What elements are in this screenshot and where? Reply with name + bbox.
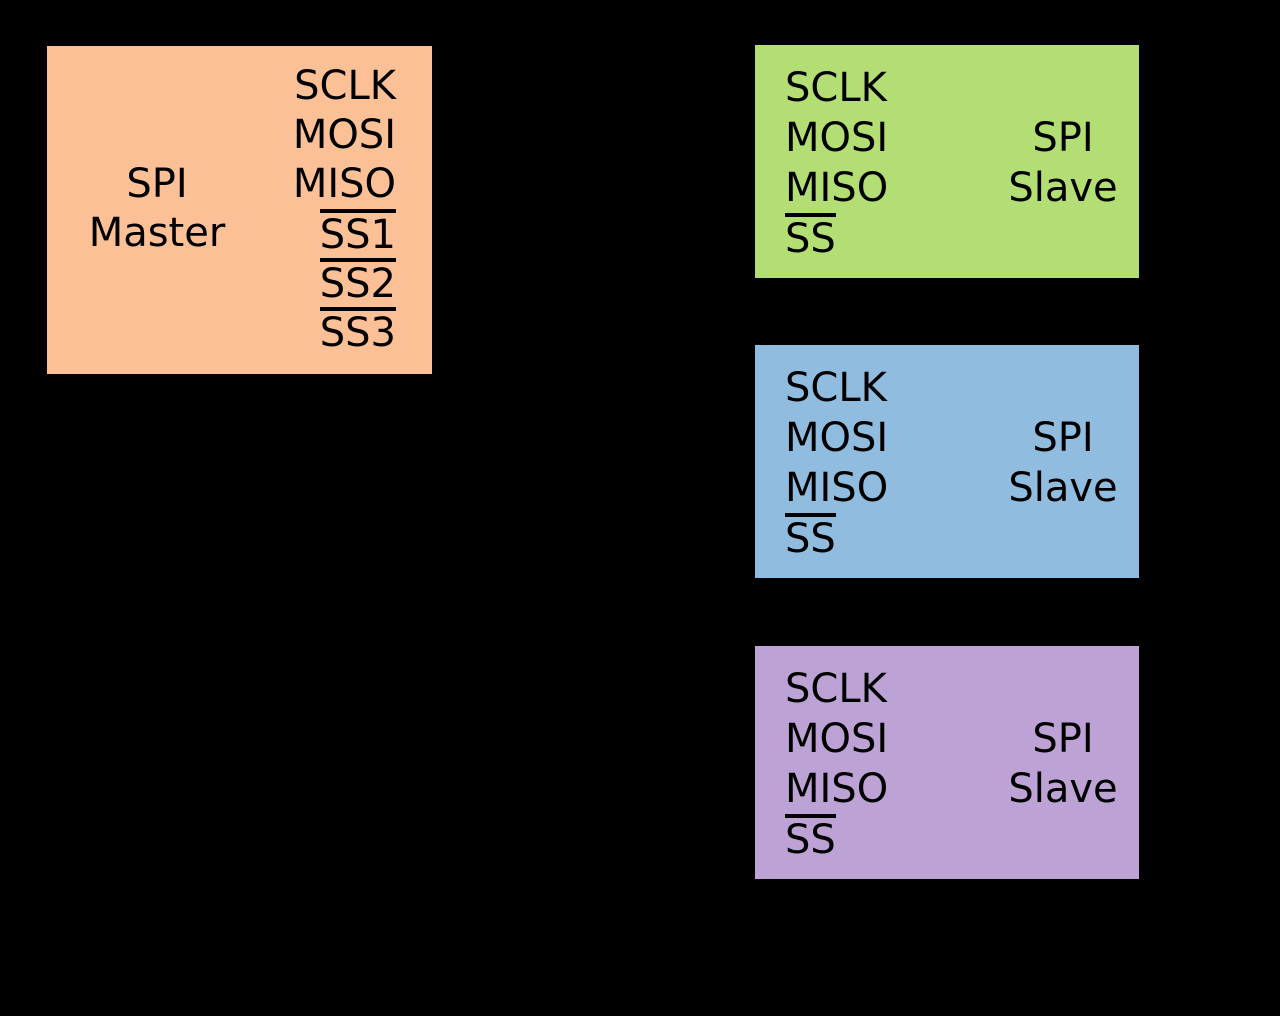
slave-1-pin-ss: SS (785, 213, 888, 263)
master-pin-mosi: MOSI (292, 112, 396, 158)
slave-3-pin-mosi: MOSI (785, 716, 889, 762)
slave-2-pin-miso: MISO (785, 465, 889, 511)
master-name: SPI Master (67, 160, 247, 258)
slave-1-name: SPI Slave (975, 113, 1151, 213)
spi-slave-1-box: SCLK MOSI MISO SS SPI Slave (753, 43, 1141, 280)
slave-3-pins: SCLK MOSI MISO SS (785, 664, 888, 864)
master-pin-ss1: SS1 (293, 209, 396, 258)
slave-1-pin-sclk: SCLK (785, 65, 887, 111)
master-pin-miso: MISO (292, 161, 396, 207)
slave-2-pin-sclk: SCLK (785, 365, 887, 411)
master-pin-ss2: SS2 (293, 258, 396, 307)
spi-master-box: SPI Master SCLK MOSI MISO SS1 SS2 SS3 (45, 44, 434, 376)
slave-1-name-line1: SPI (1032, 115, 1094, 161)
master-name-line1: SPI (126, 161, 188, 207)
spi-slave-3-box: SCLK MOSI MISO SS SPI Slave (753, 644, 1141, 881)
spi-slave-2-box: SCLK MOSI MISO SS SPI Slave (753, 343, 1141, 580)
slave-2-pin-ss: SS (785, 513, 888, 563)
slave-2-name-line2: Slave (1008, 465, 1118, 511)
master-pins: SCLK MOSI MISO SS1 SS2 SS3 (293, 62, 396, 356)
slave-3-name-line1: SPI (1032, 716, 1094, 762)
master-pin-ss3: SS3 (293, 307, 396, 356)
slave-2-name: SPI Slave (975, 413, 1151, 513)
master-name-line2: Master (88, 210, 226, 256)
slave-1-pin-mosi: MOSI (785, 115, 889, 161)
slave-3-pin-sclk: SCLK (785, 666, 887, 712)
slave-2-pins: SCLK MOSI MISO SS (785, 363, 888, 563)
slave-3-name-line2: Slave (1008, 766, 1118, 812)
slave-3-pin-ss: SS (785, 814, 888, 864)
slave-2-pin-mosi: MOSI (785, 415, 889, 461)
slave-3-pin-miso: MISO (785, 766, 889, 812)
slave-1-pin-miso: MISO (785, 165, 889, 211)
slave-1-pins: SCLK MOSI MISO SS (785, 63, 888, 263)
slave-2-name-line1: SPI (1032, 415, 1094, 461)
slave-1-name-line2: Slave (1008, 165, 1118, 211)
slave-3-name: SPI Slave (975, 714, 1151, 814)
master-pin-sclk: SCLK (294, 63, 396, 109)
